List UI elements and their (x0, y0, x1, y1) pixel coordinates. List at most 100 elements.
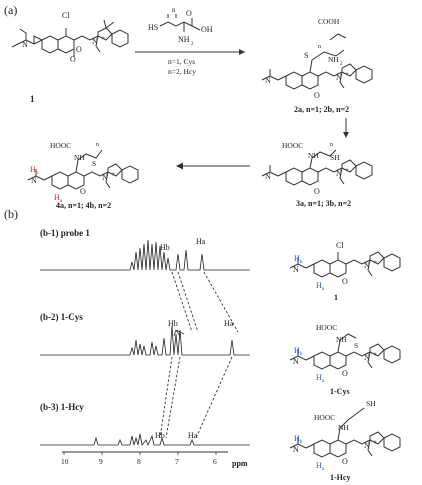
ppm-ticks: 10 9 8 7 6 (61, 452, 217, 466)
hb-b1: Hb (294, 254, 303, 265)
reagent-cond-2: n=2, Hcy (168, 67, 196, 76)
nh2-2-sub: 2 (340, 62, 343, 67)
hooc-b3: HOOC (314, 413, 335, 422)
s-atom-4: S (92, 159, 96, 168)
compound-1-structure (11, 19, 129, 57)
dash-ha-b1b2 (203, 271, 239, 333)
plus-b2: + (373, 350, 377, 358)
cl-atom-1: Cl (62, 11, 70, 20)
reagent-n-index: n (172, 6, 176, 14)
n-index-2: n (318, 44, 321, 50)
o-atom-1a: O (70, 55, 76, 64)
reagent-hs: HS (148, 23, 158, 32)
ha-b2: Ha (316, 373, 325, 384)
n-index-4: n (96, 142, 99, 148)
struct1-label: 1 (334, 293, 338, 302)
reagent-nh2: NH (178, 35, 190, 44)
n-atom-4: N (31, 176, 37, 185)
dash-hb-b2b3 (159, 356, 173, 439)
s-b2: S (354, 341, 358, 350)
n-atom-1: N (22, 40, 28, 49)
struct-b2 (289, 333, 401, 370)
reagent-o: O (186, 9, 192, 18)
ppm-unit: ppm (232, 459, 248, 468)
reagent-cond-1: n=1, Cys (168, 57, 195, 66)
ha-b1: Ha (316, 281, 325, 292)
spectrum-b2-trace (40, 325, 250, 356)
reaction-arrow-1-head (239, 49, 245, 55)
b2-hb-pointer (173, 329, 185, 337)
b1-hb: Hb (160, 243, 170, 252)
spectrum-b1-trace (40, 239, 250, 271)
n-b3: N (293, 445, 299, 454)
b2-ha: Ha (224, 319, 234, 328)
o-atom-4: O (80, 187, 86, 196)
nplus-atom-2: N (336, 73, 342, 82)
compound-1-label: 1 (30, 94, 35, 104)
nplus-b3: N (364, 441, 370, 450)
dash-hb-b2b3-2 (165, 356, 181, 439)
plus-charge-4: + (111, 170, 115, 178)
hooc-3: HOOC (282, 141, 303, 150)
nh-b2: NH (336, 335, 347, 344)
spectrum-b3-trace (40, 433, 250, 447)
spectrum-b3-label: (b-3) 1-Hcy (40, 402, 84, 412)
n-b2: N (293, 357, 299, 366)
struct2-label: 1-Cys (330, 387, 350, 396)
o-atom-2: O (314, 91, 320, 100)
s-atom-2: S (304, 51, 308, 60)
b1-ha: Ha (196, 237, 206, 246)
struct-b1 (289, 251, 401, 278)
plus-charge-2: + (345, 70, 349, 78)
n-b1: N (293, 265, 299, 274)
o-b3: O (342, 457, 348, 466)
reaction-arrow-2-head (343, 132, 349, 138)
o-atom-1b: O (76, 45, 82, 54)
hb-b3: Hb (294, 434, 303, 445)
reagent-oh: OH (201, 25, 213, 34)
plus-b3: + (373, 438, 377, 446)
ppm-tick-label: 8 (137, 457, 141, 466)
o-atom-3: O (314, 187, 320, 196)
ppm-tick-label: 10 (61, 457, 69, 466)
compound-2-structure (261, 33, 373, 90)
nplus-atom-1: N (92, 37, 98, 46)
nh2-2: NH (328, 55, 339, 64)
dash-hb-b1b2 (171, 271, 193, 333)
dash-hb-b1b2-2 (177, 271, 199, 333)
compound-4-structure (27, 149, 139, 190)
nplus-b1: N (364, 261, 370, 270)
plus-b1: + (373, 258, 377, 266)
sh-3: SH (330, 153, 340, 162)
nh-3: NH (308, 151, 319, 160)
panel-b-label: (b) (4, 207, 18, 221)
ppm-tick-label: 9 (99, 457, 103, 466)
ppm-tick-label: 7 (175, 457, 179, 466)
n-atom-2: N (265, 76, 271, 85)
n-index-3: n (330, 142, 333, 148)
ha-b3: Ha (316, 461, 325, 472)
o-b1: O (342, 277, 348, 286)
ppm-tick-label: 6 (213, 457, 217, 466)
spectrum-b1-label: (b-1) probe 1 (40, 228, 90, 238)
compound-3-label: 3a, n=1; 3b, n=2 (296, 199, 351, 208)
b3-hb: Hb (155, 431, 165, 440)
spectrum-b2-label: (b-2) 1-Cys (40, 312, 83, 322)
struct3-label: 1-Hcy (330, 473, 350, 482)
ha-4: Ha (54, 193, 63, 204)
o-b2: O (342, 369, 348, 378)
cl-b1: Cl (336, 241, 344, 250)
sh-b3: SH (366, 399, 376, 408)
compound-3-structure (261, 149, 373, 186)
cooh-2: COOH (318, 17, 340, 26)
nh-4: NH (74, 153, 85, 162)
nh-b3: NH (338, 423, 349, 432)
hooc-b2: HOOC (316, 323, 337, 332)
hb-4: Hb (30, 165, 39, 176)
reagent-structure (159, 14, 201, 32)
plus-charge-3: + (345, 166, 349, 174)
reaction-arrow-3-head (176, 162, 183, 170)
b3-ha: Ha (188, 431, 198, 440)
b2-hb: Hb (168, 319, 178, 328)
